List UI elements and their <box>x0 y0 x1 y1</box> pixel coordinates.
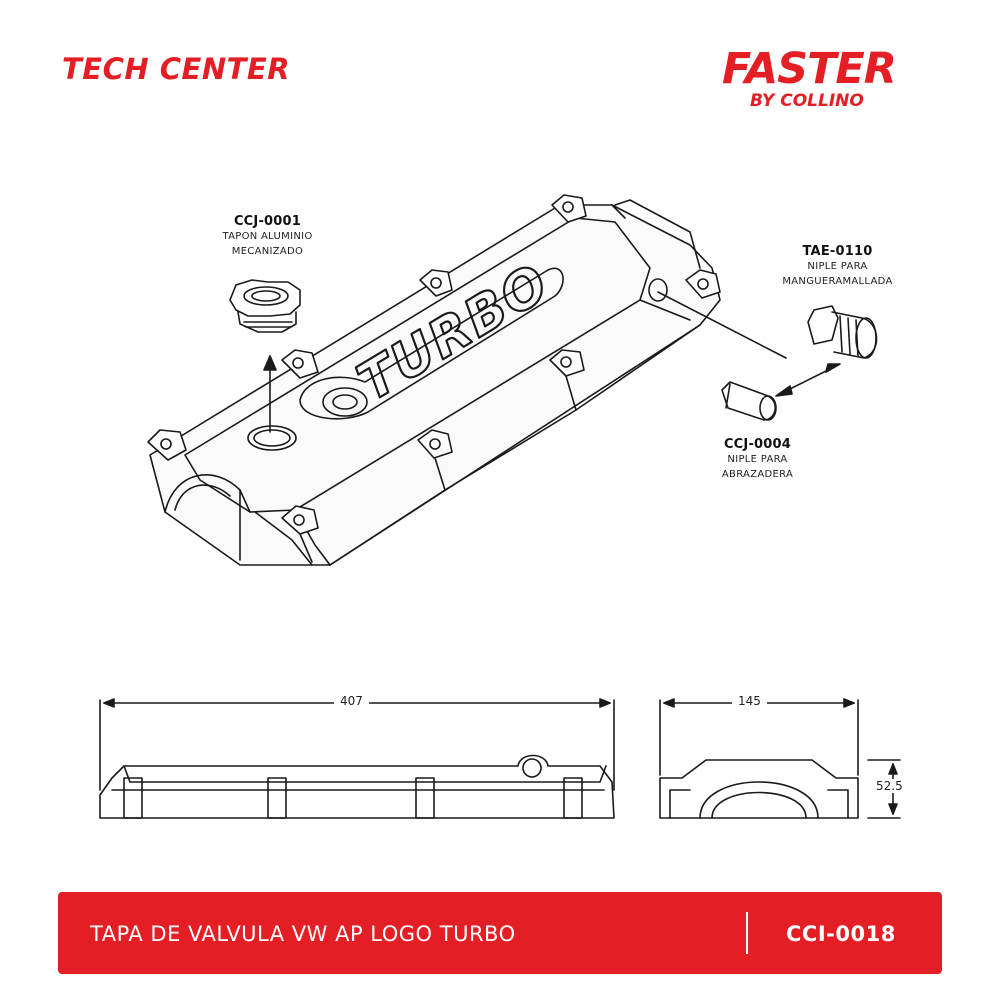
dimension-height: 52.5 <box>870 779 909 793</box>
part-label-ccj-0004: CCJ-0004 NIPLE PARA ABRAZADERA <box>690 437 825 482</box>
oil-cap-illustration <box>229 279 301 433</box>
an-fitting-illustration <box>807 305 878 359</box>
footer-bar: TAPA DE VALVULA VW AP LOGO TURBO CCI-001… <box>58 892 942 974</box>
tech-center-title: TECH CENTER <box>62 52 291 86</box>
part-desc-line2: MECANIZADO <box>231 246 304 257</box>
brand-name: FASTER <box>722 44 897 94</box>
footer-separator <box>746 912 748 954</box>
front-view-drawing <box>659 698 901 819</box>
part-desc-line1: TAPON ALUMINIO <box>222 231 313 242</box>
dimension-length: 407 <box>334 694 369 708</box>
dimension-width: 145 <box>732 694 767 708</box>
part-label-ccj-0001: CCJ-0001 TAPON ALUMINIO MECANIZADO <box>200 214 335 259</box>
part-label-tae-0110: TAE-0110 NIPLE PARA MANGUERAMALLADA <box>770 244 905 289</box>
side-view-drawing <box>99 698 615 819</box>
part-code: CCJ-0001 <box>233 214 302 229</box>
brand-subtitle: BY COLLINO <box>750 91 864 111</box>
part-desc-line1: NIPLE PARA <box>807 261 868 272</box>
part-code: TAE-0110 <box>802 244 873 259</box>
product-title: TAPA DE VALVULA VW AP LOGO TURBO <box>90 922 516 946</box>
valve-cover-illustration <box>147 194 721 566</box>
part-code: CCJ-0004 <box>723 437 792 452</box>
hose-nipple-illustration <box>721 381 777 421</box>
product-code: CCI-0018 <box>786 922 896 946</box>
part-desc-line1: NIPLE PARA <box>727 454 788 465</box>
brand-logo: FASTER BY COLLINO <box>722 48 937 120</box>
part-desc-line2: ABRAZADERA <box>721 469 794 480</box>
part-desc-line2: MANGUERAMALLADA <box>782 276 893 287</box>
